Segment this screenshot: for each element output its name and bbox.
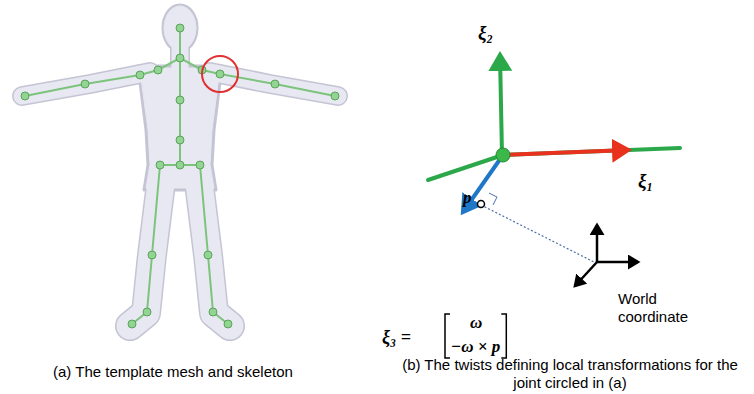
world-axes <box>575 225 638 286</box>
panel-caption: (b) The twists defining local transforma… <box>390 356 750 392</box>
skeleton-joints <box>21 24 339 328</box>
perpendicular-line <box>481 205 594 262</box>
axis-label: ξ₂ <box>478 22 493 44</box>
matrix-brackets <box>445 314 506 358</box>
twist-axis-1 <box>503 150 628 155</box>
template-mesh <box>22 5 338 326</box>
matrix-bracket <box>445 314 450 358</box>
point-label: p <box>463 188 472 208</box>
axis-label: ξ₁ <box>638 170 653 192</box>
twist-axis-2 <box>500 55 502 155</box>
panel-caption: (a) The template mesh and skeleton <box>53 363 293 380</box>
formula-label: ξ₃ = <box>382 327 411 348</box>
joint-dot <box>496 148 510 162</box>
formula-entry: ω <box>470 313 482 333</box>
point-p <box>478 201 485 208</box>
right-angle-mark <box>489 193 497 205</box>
axis-caption: World coordinate <box>618 290 708 326</box>
matrix-bracket <box>501 314 506 358</box>
formula-entry: −ω × p <box>451 337 500 357</box>
skeleton <box>25 28 335 324</box>
joint-highlight <box>202 56 238 92</box>
twist-axis-3 <box>463 155 503 212</box>
